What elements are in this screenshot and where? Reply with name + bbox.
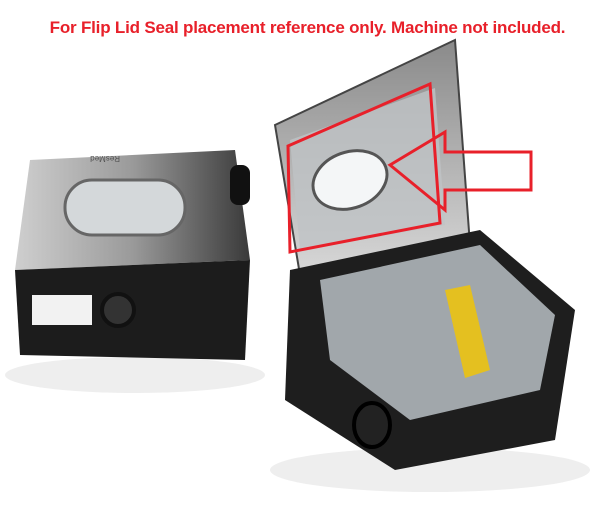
tub-tag — [445, 285, 490, 378]
lid-window — [311, 149, 389, 211]
seal-highlight-outline — [286, 81, 442, 254]
air-outlet — [352, 401, 392, 449]
logo: ResMed — [90, 154, 120, 163]
control-knob — [230, 165, 250, 205]
device-label — [32, 295, 92, 325]
caption-text: For Flip Lid Seal placement reference on… — [49, 18, 566, 37]
air-outlet — [100, 292, 136, 328]
lid-window — [63, 178, 187, 237]
open-device — [270, 38, 590, 492]
closed-device: ResMed — [5, 150, 265, 393]
water-tub — [320, 245, 555, 420]
arrow-icon — [387, 129, 533, 214]
